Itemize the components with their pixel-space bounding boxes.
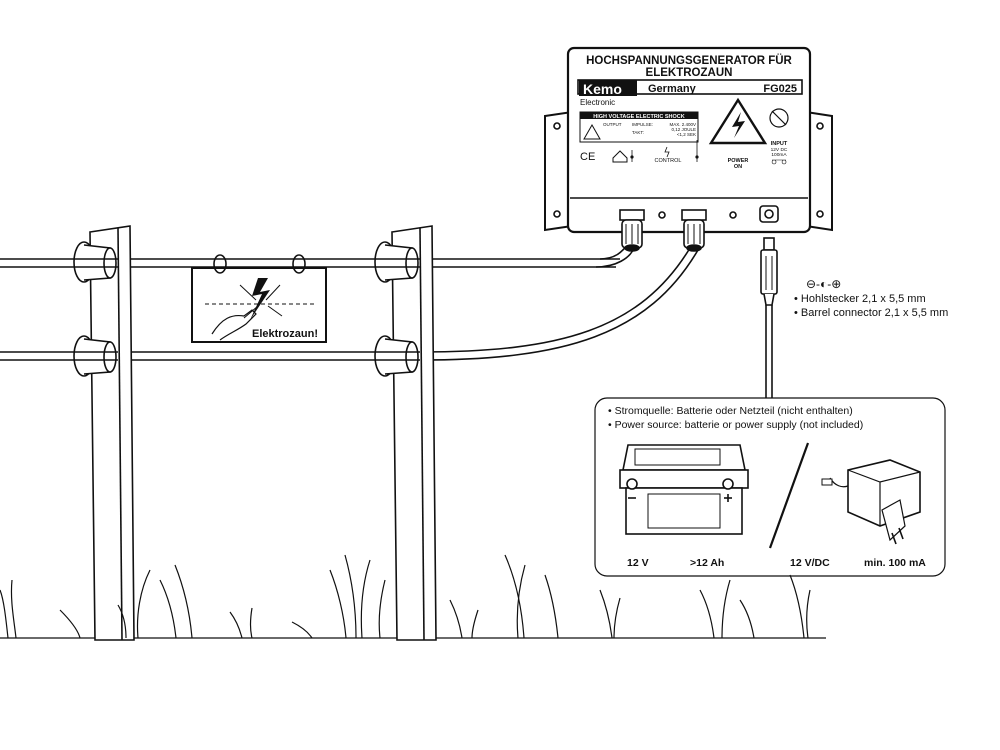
polarity-small-icon — [771, 159, 787, 165]
warning-sign: Elektrozaun! — [191, 254, 327, 343]
device-title-line2: ELEKTROZAUN — [646, 67, 733, 79]
brand-sub: Electronic — [580, 98, 615, 107]
generator-device: HOCHSPANNUNGSGENERATOR FÜR ELEKTROZAUN K… — [544, 46, 833, 252]
impulse-label: IMPULSE: — [632, 122, 653, 127]
insulator-left-bottom — [73, 335, 118, 377]
control-label: CONTROL — [655, 158, 682, 164]
battery-icon — [619, 444, 749, 535]
warning-heading: HIGH VOLTAGE ELECTRIC SHOCK — [593, 114, 684, 120]
battery-capacity: >12 Ah — [690, 557, 724, 569]
hand-icon — [211, 309, 257, 341]
polarity-symbol: ⊖-◐-⊕ — [806, 277, 841, 291]
power-label2: ON — [734, 164, 742, 170]
power-supply-icon — [821, 459, 921, 545]
fence-post-left — [89, 225, 135, 641]
power-box-line-de: • Stromquelle: Batterie oder Netzteil (n… — [608, 405, 853, 417]
supply-current: min. 100 mA — [864, 557, 926, 569]
insulator-right-top — [374, 241, 420, 283]
control-lightning-icon — [664, 146, 670, 158]
fence-wire-bottom — [0, 247, 699, 361]
lightning-icon — [250, 278, 270, 320]
power-box-line-en: • Power source: batterie or power supply… — [608, 419, 863, 431]
takt-label: TAKT: — [632, 130, 644, 135]
output-label: OUTPUT — [603, 122, 622, 127]
input-label: INPUT — [771, 141, 788, 147]
barrel-plug — [760, 237, 778, 398]
connector-line-de: • Hohlstecker 2,1 x 5,5 mm — [794, 293, 926, 305]
grass — [0, 554, 811, 639]
device-title-line1: HOCHSPANNUNGSGENERATOR FÜR — [586, 54, 792, 67]
brand-logo — [579, 80, 637, 96]
brand-name: Kemo — [583, 81, 622, 97]
or-divider — [768, 442, 810, 549]
ce-mark: CE — [580, 151, 595, 163]
output-terminal-left — [619, 209, 645, 252]
warning-triangle-icon — [583, 123, 601, 140]
sign-text: Elektrozaun! — [252, 328, 318, 340]
power-source-box: • Stromquelle: Batterie oder Netzteil (n… — [594, 397, 946, 577]
insulator-left-top — [73, 241, 118, 283]
indoor-icon — [612, 150, 628, 163]
impulse-value3: <1,2 SEK — [677, 132, 696, 137]
connector-line-en: • Barrel connector 2,1 x 5,5 mm — [794, 307, 948, 319]
output-terminal-right — [681, 209, 707, 252]
power-label1: POWER — [728, 158, 749, 164]
supply-voltage: 12 V/DC — [790, 557, 830, 569]
fence-post-right — [391, 225, 437, 641]
battery-voltage: 12 V — [627, 557, 649, 569]
model-number: FG025 — [763, 83, 797, 95]
impulse-value2: 0,12 JOULE — [671, 127, 696, 132]
no-rain-icon — [769, 108, 789, 128]
made-in: Germany — [648, 83, 697, 95]
input-voltage: 12V DC — [771, 147, 788, 153]
impulse-value1: MAX. 2.400V — [669, 122, 696, 127]
input-current: 100mA — [771, 152, 787, 158]
insulator-right-bottom — [374, 335, 420, 377]
